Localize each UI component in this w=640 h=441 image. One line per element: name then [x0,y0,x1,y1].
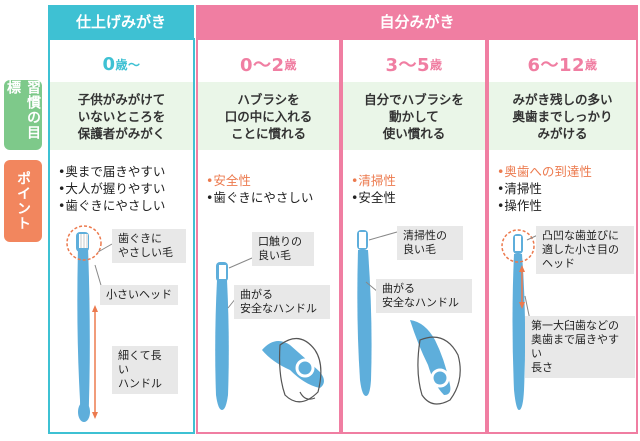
header-finish-brushing: 仕上げみがき [48,5,194,38]
note-line: 安全なハンドル [382,296,459,309]
goal-box-0: 子供がみがけて いないところを 保護者がみがく [50,82,193,150]
head-highlight-circle [501,229,535,263]
points-list-2: •清掃性 •安全性 [351,172,484,206]
goal-line: 使い慣れる [382,125,446,141]
side-label-goal: 習慣の目標 [4,80,42,150]
goal-line: 動かして [389,108,439,124]
note-line: 歯ぐきに [118,232,162,245]
age-number: 0〜2 [239,55,285,76]
note-line: ハンドル [118,377,162,390]
point-item: •安全性 [351,190,396,205]
note-line: やさしい毛 [118,246,173,259]
note-line: 曲がる [382,282,415,295]
age-number: 3〜5 [385,55,431,76]
note-line: 清掃性の [403,229,447,242]
point-item: •歯ぐきにやさしい [58,198,166,213]
note-box: 小さいヘッド [100,285,178,305]
goal-line: ことに慣れる [230,125,306,141]
age-number: 0 [102,53,116,75]
goal-line: ハブラシを [237,91,300,107]
age-number: 6〜12 [527,55,586,76]
goal-box-2: 自分でハブラシを 動かして 使い慣れる [343,82,485,150]
note-line: 安全なハンドル [240,302,317,315]
note-line: 口触りの [258,235,302,248]
note-box: 曲がる 安全なハンドル [376,279,472,313]
age-unit: 歳〜 [115,57,141,72]
goal-line: みがき残しの多い [512,91,613,107]
note-line: 適した小さ目の [542,243,619,256]
age-unit: 歳 [430,57,443,72]
note-line: ヘッド [542,257,575,270]
note-box: 清掃性の 良い毛 [397,226,463,260]
note-line: 第一大臼歯などの [531,319,619,332]
side-label-point: ポイント [4,160,42,242]
toothbrush-icon [512,234,526,410]
goal-box-3: みがき残しの多い 奥歯までしっかり みがける [489,82,636,150]
note-box: 凸凹な歯並びに 適した小さ目の ヘッド [536,226,634,274]
note-line: 良い毛 [258,249,291,262]
age-unit: 歳 [284,57,298,72]
note-line: 曲がる [240,288,273,301]
bent-brush-icon [410,320,461,405]
note-line: 長さ [531,361,553,374]
points-list-0: •奥まで届きやすい •大人が握りやすい •歯ぐきにやさしい [58,163,193,214]
bent-brush-icon [262,338,324,403]
age-unit: 歳 [585,57,598,72]
note-box: 口触りの 良い毛 [252,232,314,266]
header-self-brushing: 自分みがき [196,5,638,38]
point-item: •大人が握りやすい [58,181,166,196]
note-line: 良い毛 [403,243,436,256]
goal-box-1: ハブラシを 口の中に入れる ことに慣れる [198,82,339,150]
point-item-highlight: •奥歯への到達性 [497,164,592,179]
note-line: 細くて長い [118,349,162,376]
goal-line: 奥歯までしっかり [512,108,613,124]
toothbrush-icon [76,232,90,422]
toothbrush-icon [215,262,229,410]
note-box: 歯ぐきに やさしい毛 [112,229,186,263]
point-item-highlight: •安全性 [206,173,251,188]
points-list-1: •安全性 •歯ぐきにやさしい [206,172,339,206]
point-item: •歯ぐきにやさしい [206,190,314,205]
point-item: •奥まで届きやすい [58,164,166,179]
note-line: 小さいヘッド [106,288,172,301]
goal-line: みがける [537,125,588,141]
points-list-3: •奥歯への到達性 •清掃性 •操作性 [497,163,635,214]
toothbrush-icon [357,230,372,396]
head-highlight-circle [66,225,102,261]
point-item: •操作性 [497,198,542,213]
note-box: 曲がる 安全なハンドル [234,285,330,319]
note-box: 細くて長い ハンドル [112,346,178,394]
note-box: 第一大臼歯などの 奥歯まで届きやすい 長さ [525,316,635,378]
note-line: 奥歯まで届きやすい [531,333,619,360]
point-item: •清掃性 [497,181,542,196]
goal-line: 自分でハブラシを [364,91,464,107]
goal-line: 口の中に入れる [224,108,313,124]
goal-line: いないところを [77,108,166,124]
point-item-highlight: •清掃性 [351,173,396,188]
goal-line: 保護者がみがく [77,125,166,141]
goal-line: 子供がみがけて [77,91,166,107]
note-line: 凸凹な歯並びに [542,229,619,242]
